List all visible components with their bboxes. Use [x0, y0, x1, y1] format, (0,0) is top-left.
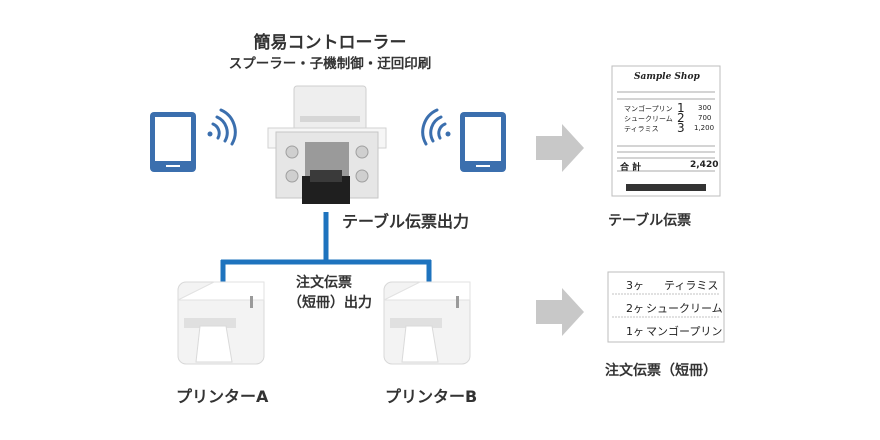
order-strip-qty: 3ヶ	[626, 279, 644, 292]
order-strip-item: マンゴープリン	[646, 325, 723, 338]
tablet-right-icon	[460, 112, 506, 172]
arrow-table-slip	[536, 124, 584, 172]
wifi-right-icon	[421, 108, 451, 146]
order-strip-receipt	[607, 271, 725, 343]
receipt-shop-name: Sample Shop	[634, 72, 700, 82]
receipt-total-value: 2,420	[690, 160, 719, 170]
receipt-item-qty: 1	[677, 101, 685, 115]
receipt-item-name: マンゴープリン	[624, 105, 673, 113]
controller-subtitle: スプーラー・子機制御・迂回印刷	[228, 56, 432, 72]
controller-title: 簡易コントローラー	[253, 33, 407, 53]
order-slip-output-label-line2: （短冊）出力	[288, 295, 372, 311]
printer-a-device	[177, 281, 265, 365]
tablet-left-icon	[150, 112, 196, 172]
network-lines	[220, 212, 432, 282]
receipt-item-amount: 300	[698, 104, 712, 112]
printer-b-label: プリンターB	[385, 387, 478, 406]
printer-a-label: プリンターA	[176, 387, 269, 406]
wifi-left-icon	[207, 108, 237, 146]
order-slip-output-label-line1: 注文伝票	[296, 275, 352, 291]
receipt-total-label: 合 計	[620, 163, 642, 173]
receipt-barcode	[626, 184, 706, 191]
printer-b-device	[383, 281, 471, 365]
table-receipt	[611, 65, 721, 197]
order-slip-label: 注文伝票（短冊）	[605, 363, 717, 379]
receipt-item-name: シュークリーム	[624, 115, 673, 123]
receipt-item-qty: 3	[677, 121, 685, 135]
order-strip-item: ティラミス	[664, 279, 719, 292]
receipt-item-qty: 2	[677, 111, 685, 125]
table-slip-output-label: テーブル伝票出力	[342, 212, 470, 231]
order-strip-item: シュークリーム	[646, 302, 723, 315]
order-strip-qty: 2ヶ	[626, 302, 644, 315]
receipt-item-amount: 1,200	[694, 124, 715, 132]
order-strip-qty: 1ヶ	[626, 325, 644, 338]
table-slip-label: テーブル伝票	[608, 213, 692, 229]
controller-device	[267, 85, 387, 204]
receipt-item-amount: 700	[698, 114, 712, 122]
arrow-order-slip	[536, 288, 584, 336]
receipt-item-name: ティラミス	[624, 125, 659, 133]
